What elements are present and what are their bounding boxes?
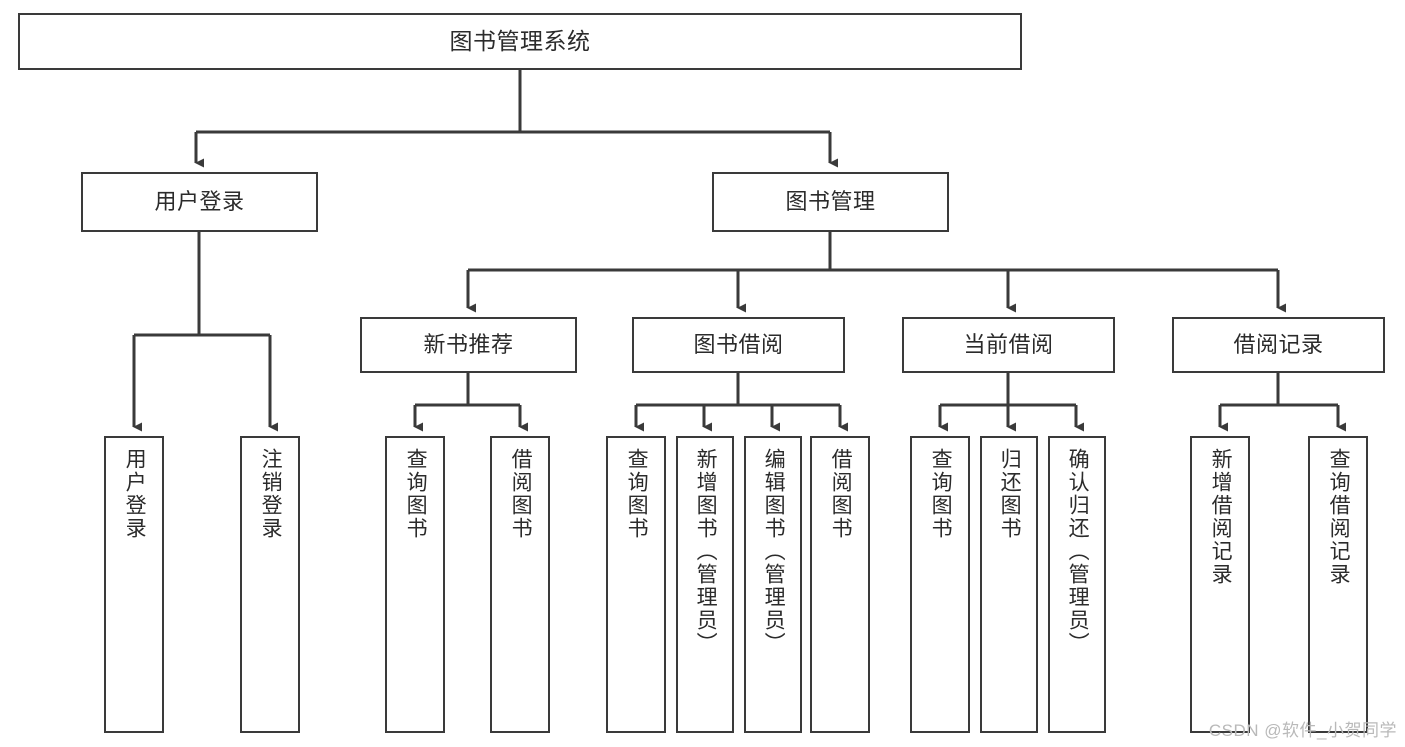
- node-label: 归还图书: [998, 448, 1022, 540]
- leaf-new-book-borrow[interactable]: 借阅图书: [490, 436, 550, 733]
- leaf-book-borrow-add[interactable]: 新增图书（管理员）: [676, 436, 734, 733]
- node-current-borrow[interactable]: 当前借阅: [902, 317, 1115, 373]
- leaf-current-borrow-return[interactable]: 归还图书: [980, 436, 1038, 733]
- node-label: 新书推荐: [423, 332, 514, 358]
- node-label: 查询图书: [625, 448, 649, 540]
- leaf-user-login-login[interactable]: 用户登录: [104, 436, 164, 733]
- node-label: 查询借阅记录: [1327, 448, 1351, 586]
- node-label: 用户登录: [154, 189, 245, 215]
- leaf-book-borrow-edit[interactable]: 编辑图书（管理员）: [744, 436, 802, 733]
- node-book-borrow[interactable]: 图书借阅: [632, 317, 845, 373]
- node-book-management[interactable]: 图书管理: [712, 172, 949, 232]
- node-label: 确认归还（管理员）: [1066, 448, 1090, 655]
- node-root-system[interactable]: 图书管理系统: [18, 13, 1022, 70]
- leaf-current-borrow-confirm-return[interactable]: 确认归还（管理员）: [1048, 436, 1106, 733]
- node-label: 用户登录: [123, 448, 147, 540]
- node-label: 图书借阅: [693, 332, 784, 358]
- node-label: 查询图书: [404, 448, 428, 540]
- node-label: 图书管理: [785, 189, 876, 215]
- leaf-current-borrow-query[interactable]: 查询图书: [910, 436, 970, 733]
- node-label: 查询图书: [929, 448, 953, 540]
- node-user-login[interactable]: 用户登录: [81, 172, 318, 232]
- node-label: 当前借阅: [963, 332, 1054, 358]
- node-label: 注销登录: [259, 448, 283, 540]
- node-label: 借阅记录: [1233, 332, 1324, 358]
- leaf-book-borrow-borrow[interactable]: 借阅图书: [810, 436, 870, 733]
- leaf-new-book-query[interactable]: 查询图书: [385, 436, 445, 733]
- node-label: 编辑图书（管理员）: [762, 448, 786, 655]
- node-borrow-record[interactable]: 借阅记录: [1172, 317, 1385, 373]
- node-label: 借阅图书: [829, 448, 853, 540]
- leaf-user-login-logout[interactable]: 注销登录: [240, 436, 300, 733]
- leaf-borrow-record-add[interactable]: 新增借阅记录: [1190, 436, 1250, 733]
- leaf-borrow-record-query[interactable]: 查询借阅记录: [1308, 436, 1368, 733]
- node-label: 新增借阅记录: [1209, 448, 1233, 586]
- leaf-book-borrow-query[interactable]: 查询图书: [606, 436, 666, 733]
- node-new-book-recommend[interactable]: 新书推荐: [360, 317, 577, 373]
- node-label: 新增图书（管理员）: [694, 448, 718, 655]
- node-label: 图书管理系统: [449, 27, 591, 54]
- node-label: 借阅图书: [509, 448, 533, 540]
